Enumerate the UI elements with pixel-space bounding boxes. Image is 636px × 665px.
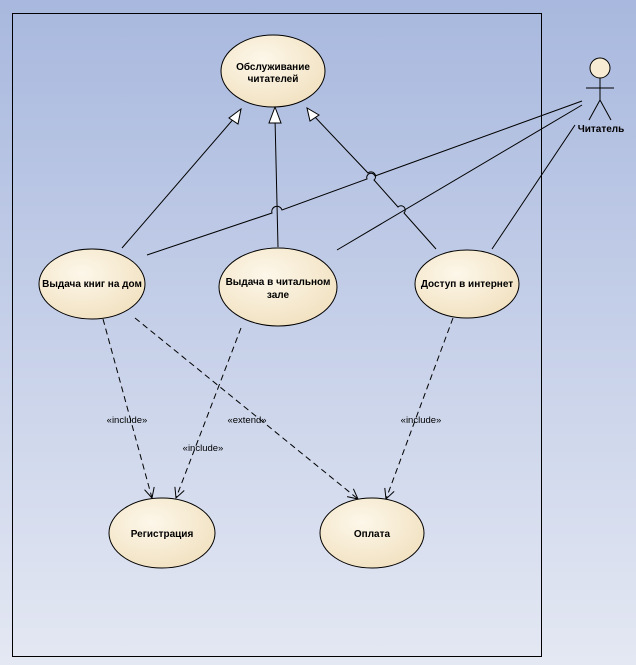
use-case-label: Регистрация [131,529,194,540]
extend-label-home: «extend» [227,415,266,426]
association-internet [491,124,576,250]
actor-label: Читатель [578,124,625,135]
use-case-registration[interactable]: Регистрация [108,497,216,569]
use-case-label: Доступ в интернет [421,279,513,290]
system-boundary [12,13,542,657]
include-label-home: «include» [107,415,148,426]
generalization-arrowhead [228,107,242,125]
use-case-service[interactable]: Обслуживание читателей [220,34,326,108]
use-case-label: Выдача книг на дом [42,279,142,290]
include-internet-payment [386,317,454,499]
use-case-label: зале [267,290,290,301]
include-label-internet: «include» [401,415,442,426]
use-case-label: читателей [248,74,299,85]
generalization-reading-room [268,105,282,248]
actor-leg-left [588,99,601,121]
actor-head [589,57,611,79]
use-case-label: Выдача в читальном [226,277,331,288]
include-label-reading: «include» [183,443,224,454]
use-case-home-delivery[interactable]: Выдача книг на дом [38,248,146,320]
actor-leg-right [599,99,612,121]
generalization-arrowhead [268,105,282,124]
include-home-registration [102,318,152,498]
association-reading-room [336,104,583,251]
include-reading-registration [176,327,242,498]
use-case-internet[interactable]: Доступ в интернет [414,249,520,319]
use-case-label: Обслуживание [236,61,310,73]
use-case-payment[interactable]: Оплата [319,497,425,569]
use-case-reading-room[interactable]: Выдача в читальном зале [218,247,338,327]
association-home [146,100,583,256]
generalization-home [121,107,242,249]
extend-home-payment [134,317,358,499]
use-case-label: Оплата [354,529,391,540]
actor-reader[interactable]: Читатель [578,57,625,135]
generalization-arrowhead [306,106,320,122]
